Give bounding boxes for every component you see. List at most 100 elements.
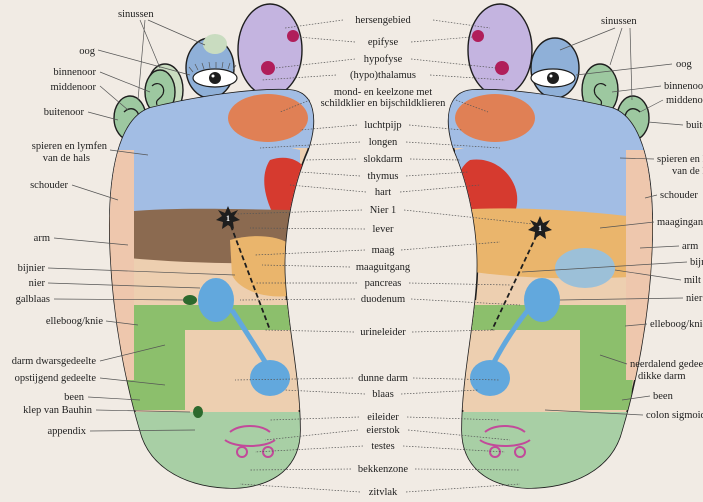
left-foot: 1 — [108, 3, 315, 489]
label-epifyse: epifyse — [368, 37, 399, 48]
left-label-been: been — [64, 392, 85, 403]
right-bladder — [470, 360, 510, 396]
left-lung-zone — [109, 138, 300, 221]
left-label-bijnier: bijnier — [18, 263, 46, 274]
left-label-klep: klep van Bauhin — [23, 405, 93, 416]
left-heart-zone — [264, 157, 313, 212]
right-label-binnenoor: binnenoor — [664, 81, 703, 92]
left-label-arm: arm — [34, 233, 50, 244]
left-valve — [193, 406, 203, 418]
left-colon-zone — [120, 305, 300, 410]
label-zitvlak: zitvlak — [369, 487, 398, 498]
left-marker-line — [227, 217, 271, 331]
right-label-elleboog: elleboog/knie — [650, 319, 703, 330]
right-leader-lines — [521, 27, 688, 416]
right-foot: 1 — [447, 3, 654, 489]
left-sinus-tip-1 — [203, 34, 227, 54]
label-hypothalamus: (hypo)thalamus — [350, 70, 416, 81]
label-luchtpijp: luchtpijp — [364, 120, 401, 131]
left-labels: sinussen oog binnenoor middenoor buiteno… — [12, 9, 155, 437]
label-longen: longen — [369, 137, 398, 148]
center-labels: hersengebied epifyse hypofyse (hypo)thal… — [321, 15, 447, 498]
left-label-darm-dwars: darm dwarsgedeelte — [12, 356, 97, 367]
right-labels: sinussen oog binnenoor middenoor buiteno… — [601, 16, 703, 421]
left-marker-burst — [216, 206, 240, 229]
label-bekkenzone: bekkenzone — [358, 464, 408, 475]
right-label-middenoor: middenoor — [666, 95, 703, 106]
right-colon-zone — [460, 305, 640, 410]
right-label-neerdalend: neerdalend gedeelte — [630, 359, 703, 370]
right-label-arm: arm — [682, 241, 698, 252]
left-stomach-zone — [230, 236, 300, 297]
left-label-opstijgend: opstijgend gedeelte — [15, 373, 97, 384]
label-urineleider: urineleider — [360, 327, 406, 338]
left-bladder — [250, 360, 290, 396]
right-label-hals: van de hals — [672, 166, 703, 177]
left-label-appendix: appendix — [48, 426, 87, 437]
right-label-sinussen: sinussen — [601, 16, 637, 27]
left-label-nier: nier — [29, 278, 46, 289]
label-blaas: blaas — [372, 389, 394, 400]
left-epiphysis-spot — [287, 30, 299, 42]
left-ear-icon-2 — [151, 82, 165, 106]
label-thymus: thymus — [368, 171, 399, 182]
right-heart-zone — [457, 159, 518, 212]
left-label-buitenoor: buitenoor — [44, 107, 85, 118]
left-uterus-icon — [224, 425, 276, 458]
left-label-sinussen: sinussen — [118, 9, 154, 20]
label-testes: testes — [371, 441, 394, 452]
right-label-oog: oog — [676, 59, 693, 70]
label-duodenum: duodenum — [361, 294, 405, 305]
right-hypophysis-spot — [495, 61, 509, 75]
left-marker-label: 1 — [226, 214, 230, 223]
label-slokdarm: slokdarm — [363, 154, 402, 165]
right-toe-2 — [530, 37, 580, 99]
left-leader-lines — [47, 19, 236, 432]
left-label-binnenoor: binnenoor — [53, 67, 96, 78]
right-ear-icon-2 — [593, 82, 607, 106]
right-label-schouder: schouder — [660, 190, 698, 201]
right-label-colon: colon sigmoides — [646, 410, 703, 421]
right-label-spieren: spieren en lymfen — [657, 154, 703, 165]
right-marker-burst — [528, 216, 552, 239]
left-label-middenoor: middenoor — [51, 82, 97, 93]
left-label-galblaas: galblaas — [16, 294, 50, 305]
label-hart: hart — [375, 187, 391, 198]
right-epiphysis-spot — [472, 30, 484, 42]
left-shoulder-edge — [109, 150, 134, 380]
label-mond-keelzone: mond- en keelzone met — [334, 87, 432, 98]
left-eye-icon — [188, 61, 238, 88]
right-label-dikke-darm: dikke darm — [638, 371, 686, 382]
label-hersengebied: hersengebied — [355, 15, 411, 26]
right-label-maagingang: maagingang — [657, 217, 703, 228]
label-eierstok: eierstok — [366, 425, 400, 436]
label-hypofyse: hypofyse — [364, 54, 403, 65]
label-dunne-darm: dunne darm — [358, 373, 408, 384]
right-mouth-zone — [455, 94, 535, 142]
right-marker-label: 1 — [538, 224, 542, 233]
left-label-hals: van de hals — [43, 153, 90, 164]
left-hypophysis-spot — [261, 61, 275, 75]
label-maaguitgang: maaguitgang — [356, 262, 411, 273]
label-maag: maag — [372, 245, 395, 256]
label-pancreas: pancreas — [365, 278, 402, 289]
left-mouth-zone — [228, 94, 308, 142]
left-label-oog: oog — [79, 46, 96, 57]
right-label-been: been — [653, 391, 674, 402]
right-pelvis-zone — [448, 412, 653, 488]
right-marker-line — [491, 227, 541, 331]
right-big-toe — [467, 3, 533, 97]
left-pelvis-zone — [109, 412, 314, 488]
left-gallbladder — [183, 295, 197, 305]
left-label-spieren: spieren en lymfen — [32, 141, 108, 152]
right-kidney — [524, 278, 560, 322]
label-eileider: eileider — [367, 412, 399, 423]
center-leader-lines — [234, 19, 534, 493]
right-label-nier: nier — [686, 293, 703, 304]
label-schildklier: schildklier en bijschildklieren — [321, 98, 447, 109]
left-kidney — [198, 278, 234, 322]
label-nier-1: Nier 1 — [370, 205, 397, 216]
right-label-milt: milt — [684, 275, 701, 286]
right-label-buitenoor: buitenoor — [686, 120, 703, 131]
